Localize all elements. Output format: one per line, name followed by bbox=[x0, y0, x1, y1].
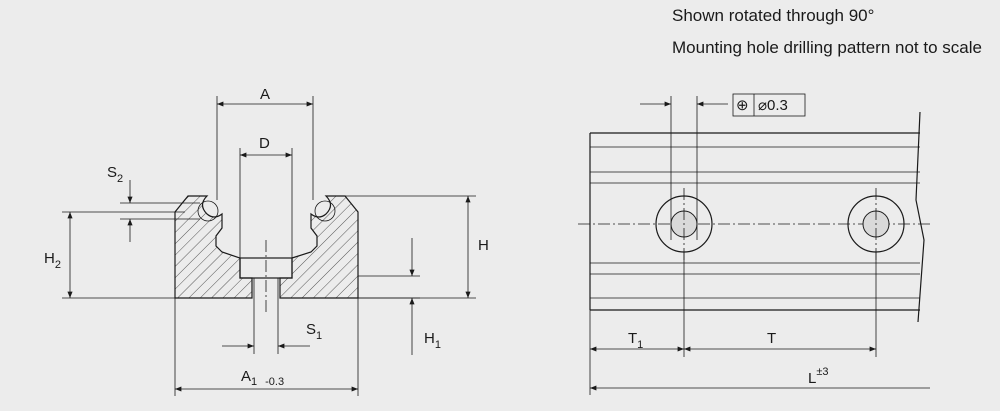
label-s2: S2 bbox=[107, 164, 123, 185]
label-t1: T1 bbox=[628, 330, 643, 351]
tolerance-value: ⌀0.3 bbox=[758, 97, 788, 114]
mounting-hole-2 bbox=[847, 188, 905, 260]
dimension-s2: S2 bbox=[107, 164, 200, 242]
dimension-d: D bbox=[239, 135, 293, 258]
dimension-t1: T1 bbox=[589, 252, 685, 395]
rotation-note: Shown rotated through 90° bbox=[672, 6, 875, 25]
dimension-s1: S1 bbox=[222, 298, 322, 354]
ball-right bbox=[314, 200, 336, 222]
rail-profile-right bbox=[279, 195, 359, 299]
dimension-h2: H2 bbox=[44, 211, 185, 299]
dimension-h1: H1 bbox=[358, 238, 441, 355]
label-a1: A1-0.3 bbox=[241, 368, 284, 388]
dimension-h: H bbox=[345, 195, 489, 299]
dimension-a1: A1-0.3 bbox=[174, 298, 359, 396]
rail-top-view bbox=[578, 111, 930, 323]
label-s1: S1 bbox=[306, 321, 322, 342]
label-h1: H1 bbox=[424, 330, 441, 351]
break-line bbox=[915, 111, 925, 323]
label-a: A bbox=[260, 86, 270, 103]
label-h2: H2 bbox=[44, 250, 61, 271]
dimension-a: A bbox=[216, 86, 314, 200]
rail-profile-left bbox=[174, 195, 253, 299]
tolerance-frame bbox=[732, 93, 806, 117]
scale-note: Mounting hole drilling pattern not to sc… bbox=[672, 38, 982, 57]
position-tolerance: ⊕ ⌀0.3 bbox=[640, 93, 806, 240]
position-symbol: ⊕ bbox=[736, 97, 749, 114]
label-t: T bbox=[767, 330, 776, 347]
ball-left bbox=[197, 200, 219, 222]
dimension-l: L±3 bbox=[590, 366, 930, 391]
label-l: L±3 bbox=[808, 366, 829, 387]
label-h: H bbox=[478, 237, 489, 254]
rail-cross-section bbox=[174, 195, 359, 312]
label-d: D bbox=[259, 135, 270, 152]
counterbore-outline bbox=[239, 257, 293, 279]
dimension-t: T bbox=[684, 252, 877, 357]
